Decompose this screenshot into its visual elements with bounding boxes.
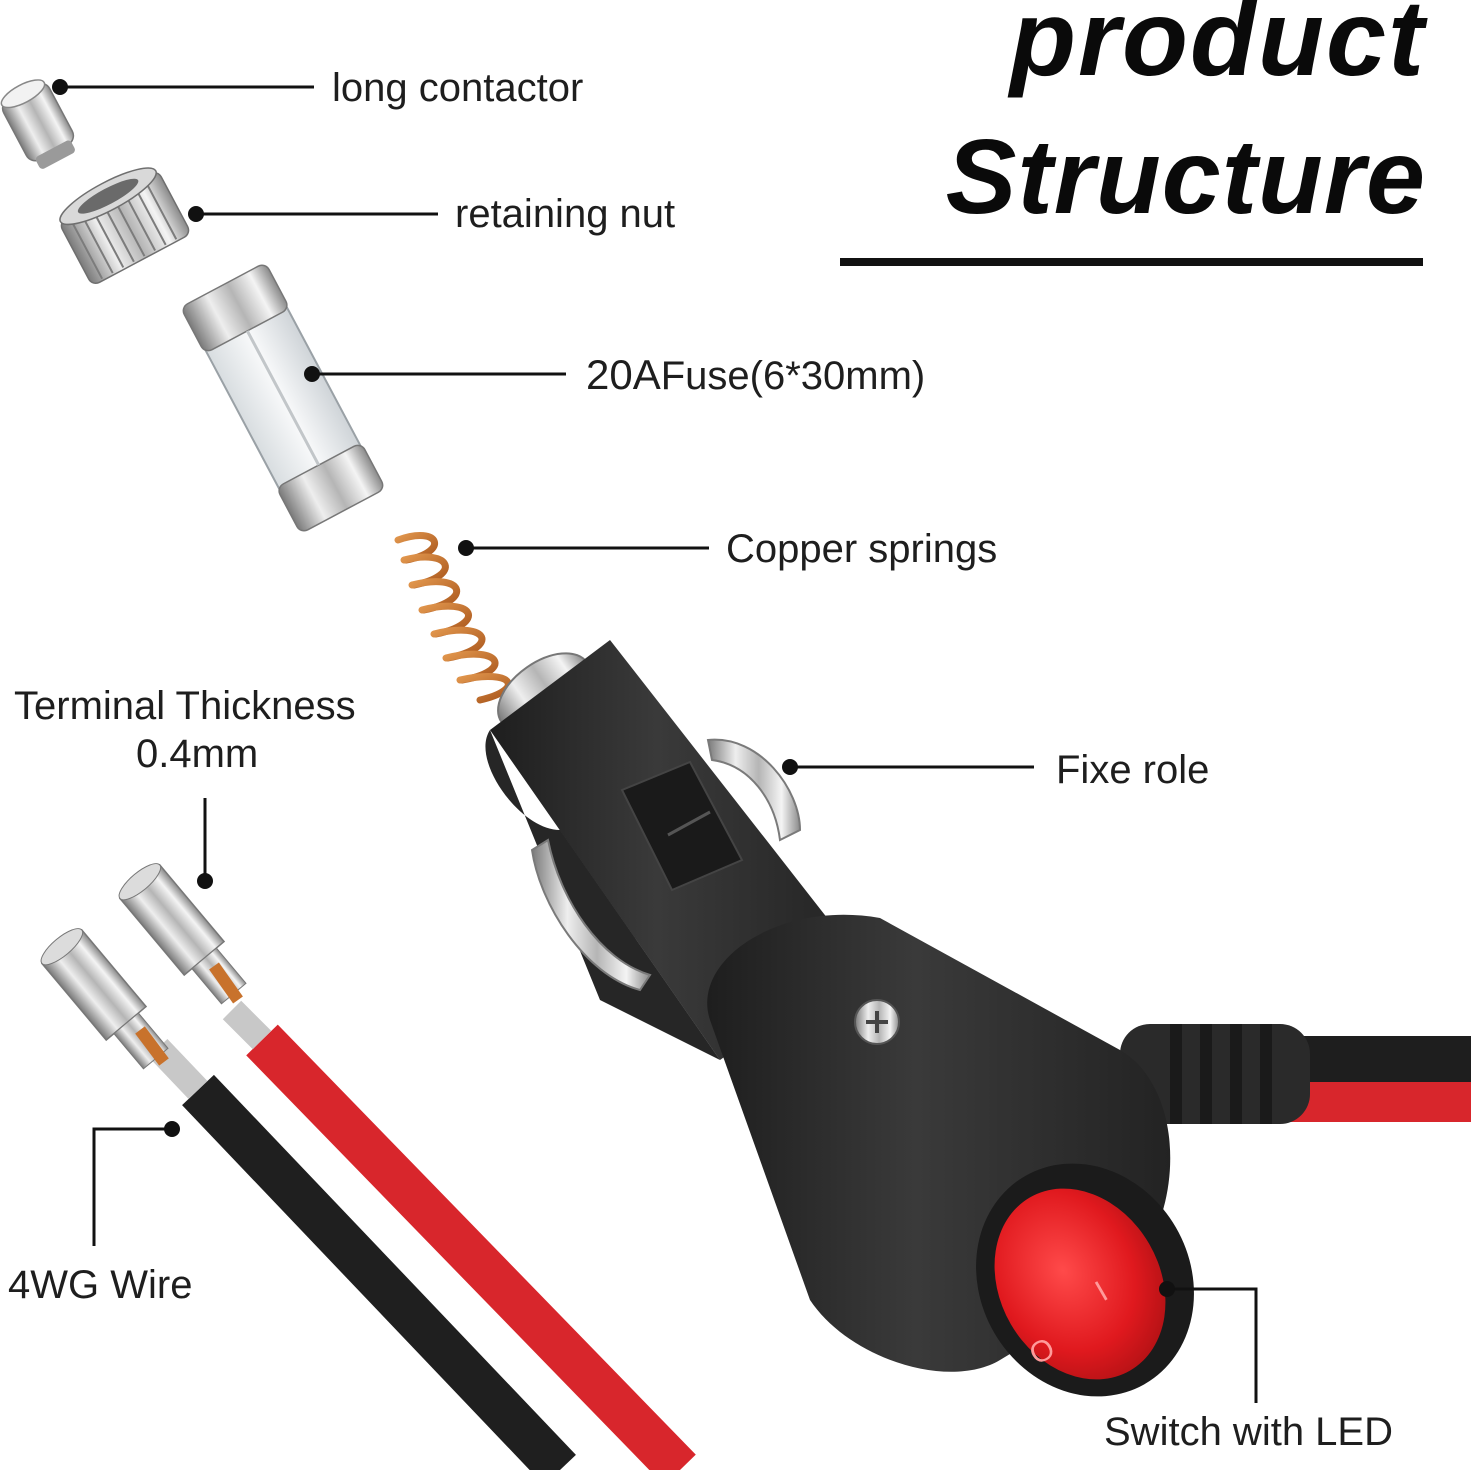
fuse-rating: 20A <box>586 351 661 398</box>
led-switch-part: O I <box>976 1163 1194 1397</box>
cigarette-plug-body <box>485 640 1171 1372</box>
cable-right <box>1120 1024 1471 1124</box>
fuse-part <box>182 264 384 532</box>
title-line-1: product <box>1010 0 1426 98</box>
title-underline <box>840 258 1423 266</box>
title-line-2: Structure <box>945 118 1426 236</box>
label-long-contactor: long contactor <box>332 66 584 110</box>
label-copper-springs: Copper springs <box>726 527 998 571</box>
retaining-nut-part <box>59 167 190 285</box>
label-wire: 4WG Wire <box>8 1263 193 1307</box>
long-contactor-part <box>0 79 75 169</box>
label-retaining-nut: retaining nut <box>455 192 676 236</box>
red-wire <box>118 863 696 1470</box>
black-wire <box>40 928 576 1470</box>
copper-spring-part <box>394 532 512 704</box>
label-fuse: 20AFuse(6*30mm) <box>586 351 926 398</box>
label-terminal-thickness-value: 0.4mm <box>136 732 259 776</box>
fuse-spec: Fuse(6*30mm) <box>660 354 926 398</box>
callout-lines <box>60 85 1258 1403</box>
callout-dots <box>52 79 1175 1297</box>
label-terminal-thickness: Terminal Thickness <box>14 684 356 728</box>
label-fixe-role: Fixe role <box>1056 748 1210 792</box>
label-switch: Switch with LED <box>1104 1410 1393 1454</box>
